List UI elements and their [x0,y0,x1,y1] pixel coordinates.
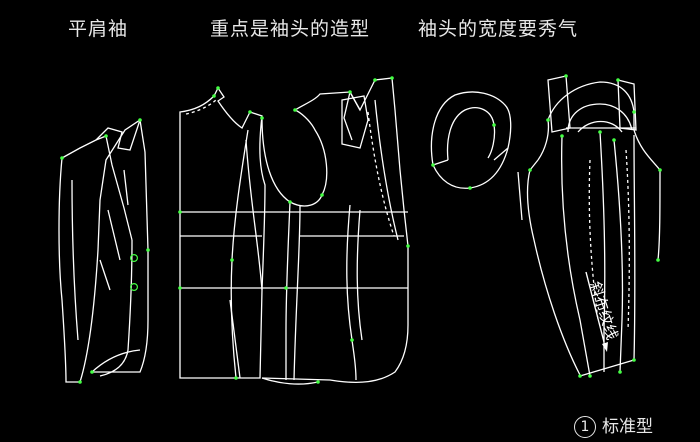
button-upper [130,254,139,263]
sleeve-top-left-tab [547,75,571,133]
jacket-outline [58,118,149,383]
sleeve-cap-arc [567,103,633,133]
sleeve-top-right-tab [617,79,637,131]
sleeve-dash-1 [588,159,599,321]
sleeve-right-side [657,169,661,261]
sleeve-right-long [633,134,636,361]
sleeve-cap-inner-curve [577,120,623,133]
button-lower [130,283,139,292]
jacket-collar [95,119,141,151]
side-seam-left [285,201,291,380]
sleeve-right-upper [633,129,661,171]
back-neck-dash [185,99,217,115]
lapel-line [343,90,361,141]
jacket-lapel [105,135,133,241]
back-hem-dart [229,299,241,379]
jacket-left-side [61,135,107,159]
sleeve-cap-pattern [430,91,512,189]
sleeve-left-side [526,159,581,376]
armhole-curve [261,117,323,207]
sleeve-dash-2 [625,149,630,331]
standard-label: 1 标准型 [574,412,653,438]
sleeve-cap-inner [446,107,496,161]
back-piece-outline [179,86,266,379]
jacket-sleeve-line [71,179,79,341]
front-edge-dash [367,111,395,237]
jacket-buttons [130,254,139,292]
jacket-pocket-line [99,209,121,291]
jacket-sketch [58,118,149,383]
sleeve-mid-seam-2 [599,131,606,372]
sleeve-outer-left [517,171,523,221]
sleeve-mid-seam-3 [613,139,624,373]
front-piece-outline [261,77,409,384]
front-hem-curve [261,377,319,385]
jacket-front-edge [99,239,133,377]
sleeve-pattern [517,75,661,377]
standard-type-text: 标准型 [602,417,653,437]
control-points [60,74,662,384]
sleeve-cap-outer [430,91,512,189]
front-center-line [374,99,399,241]
side-seam-right [293,205,301,381]
sleeve-hem [579,359,635,377]
collar-piece [341,95,369,149]
jacket-front-dart [123,169,129,206]
sleeve-top-cap [547,81,635,130]
grain-line-arrow [585,271,608,352]
sleeve-left-upper [537,119,550,161]
sleeve-type-title: 平肩袖 [68,18,129,40]
sleeve-cap-chord-2 [493,147,509,161]
standard-number-badge: 1 [574,416,596,438]
key-point-note: 重点是袖头的造型 [210,18,371,40]
front-dart [346,204,357,381]
width-note: 袖头的宽度要秀气 [418,18,579,40]
front-dart-right [356,209,363,341]
front-armhole-curve [294,109,328,196]
sleeve-cap-chord [432,159,449,166]
sleeve-mid-seam-1 [560,135,591,377]
jacket-hem-curve [91,349,141,373]
back-side-seam [230,129,249,379]
bodice-pattern [179,77,409,385]
back-princess-seam [245,139,263,291]
